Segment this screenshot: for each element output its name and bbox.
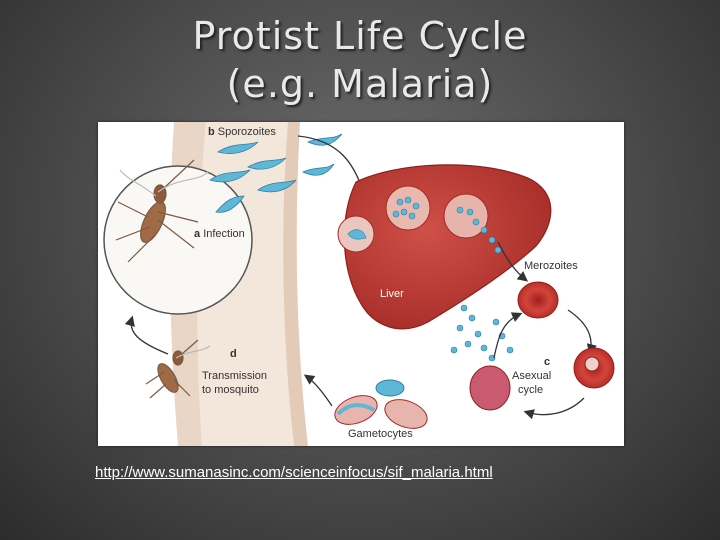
label-a: a Infection bbox=[194, 228, 245, 240]
arrow-to-transmission bbox=[303, 374, 333, 407]
label-d: d bbox=[230, 348, 237, 360]
label-transmission-1: Transmission bbox=[202, 370, 267, 382]
label-liver: Liver bbox=[380, 288, 404, 300]
label-asexual-2: cycle bbox=[518, 384, 544, 396]
schizont-cell bbox=[469, 365, 511, 411]
skin-layer-edge bbox=[283, 122, 308, 446]
slide-title: Protist Life Cycle (e.g. Malaria) bbox=[0, 12, 720, 108]
label-b: b Sporozoites bbox=[208, 126, 276, 138]
merozoites-in-liver bbox=[347, 196, 502, 254]
liver-cell-3 bbox=[443, 193, 489, 239]
gametocytes-cells bbox=[334, 379, 428, 429]
label-merozoites: Merozoites bbox=[524, 260, 578, 272]
mosquito-inset-circle bbox=[103, 165, 253, 315]
label-asexual-1: Asexual bbox=[512, 370, 552, 382]
mosquito-feeding-icon bbox=[115, 159, 209, 263]
arrow-cycle-return bbox=[124, 315, 169, 355]
malaria-life-cycle-figure: b Sporozoites a Infection Liver Merozoit… bbox=[98, 122, 624, 446]
arrow-to-merozoites bbox=[497, 241, 529, 282]
label-gametocytes: Gametocytes bbox=[348, 428, 413, 440]
arrow-asexual-2 bbox=[523, 397, 585, 420]
sporozoites-cluster bbox=[209, 133, 343, 213]
liver-cell-1 bbox=[385, 185, 431, 231]
title-line-2: (e.g. Malaria) bbox=[226, 62, 494, 106]
label-transmission-2: to mosquito bbox=[202, 384, 259, 396]
red-blood-cell-1 bbox=[517, 281, 559, 319]
label-c: c bbox=[544, 356, 551, 368]
source-link[interactable]: http://www.sumanasinc.com/scienceinfocus… bbox=[95, 464, 493, 481]
life-cycle-illustration bbox=[98, 122, 624, 446]
ring-stage bbox=[584, 356, 600, 372]
title-line-1: Protist Life Cycle bbox=[192, 14, 528, 58]
mosquito-transmission-icon bbox=[145, 339, 211, 399]
arrow-reinvade bbox=[493, 312, 523, 359]
